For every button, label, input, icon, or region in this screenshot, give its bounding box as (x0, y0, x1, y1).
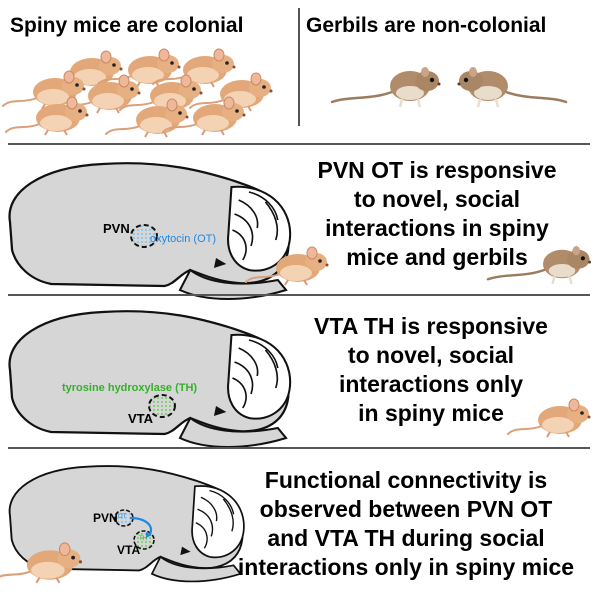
top-divider-vertical (298, 8, 300, 126)
vta-label: VTA (128, 411, 154, 426)
spiny-mouse-colony (2, 48, 274, 138)
oxytocin-label: oxytocin (OT) (150, 233, 217, 245)
th-label-small: TH (139, 536, 147, 542)
ot-label-small: OT (118, 514, 127, 520)
panel3-line: and VTA TH during social (267, 525, 545, 551)
divider-3 (8, 447, 590, 449)
panel3-line: Functional connectivity is (264, 467, 548, 493)
panel2-line: to novel, social (347, 342, 515, 368)
panel3-statement: Functional connectivity is observed betw… (222, 466, 590, 582)
pvn-label: PVN (103, 221, 130, 236)
vta-label-small: VTA (117, 543, 141, 557)
connectivity-overlay (114, 509, 155, 550)
panel3-line: interactions only in spiny mice (237, 554, 575, 580)
divider-1 (8, 143, 590, 145)
panel1-line: to novel, social (353, 186, 521, 212)
divider-2 (8, 294, 590, 296)
panel2-line: VTA TH is responsive (314, 313, 548, 339)
panel1-line: interactions in spiny (325, 215, 549, 241)
vta-th-cluster (148, 394, 176, 418)
panel1-statement: PVN OT is responsive to novel, social in… (292, 156, 582, 272)
gerbils-title: Gerbils are non-colonial (306, 14, 547, 37)
panel2-line: interactions only (338, 371, 524, 397)
panel1-line: mice and gerbils (346, 244, 528, 270)
pvn-ot-cluster (130, 224, 158, 248)
gerbil-pair (330, 65, 568, 109)
pvn-label-small: PVN (93, 511, 118, 525)
panel2-statement: VTA TH is responsive to novel, social in… (286, 312, 576, 428)
th-label: tyrosine hydroxylase (TH) (62, 382, 198, 394)
panel2-line: in spiny mice (358, 400, 504, 426)
panel1-line: PVN OT is responsive (317, 157, 557, 183)
brain-diagram-vta (8, 310, 292, 449)
spiny-mice-title: Spiny mice are colonial (10, 14, 244, 37)
panel3-line: observed between PVN OT (259, 496, 553, 522)
